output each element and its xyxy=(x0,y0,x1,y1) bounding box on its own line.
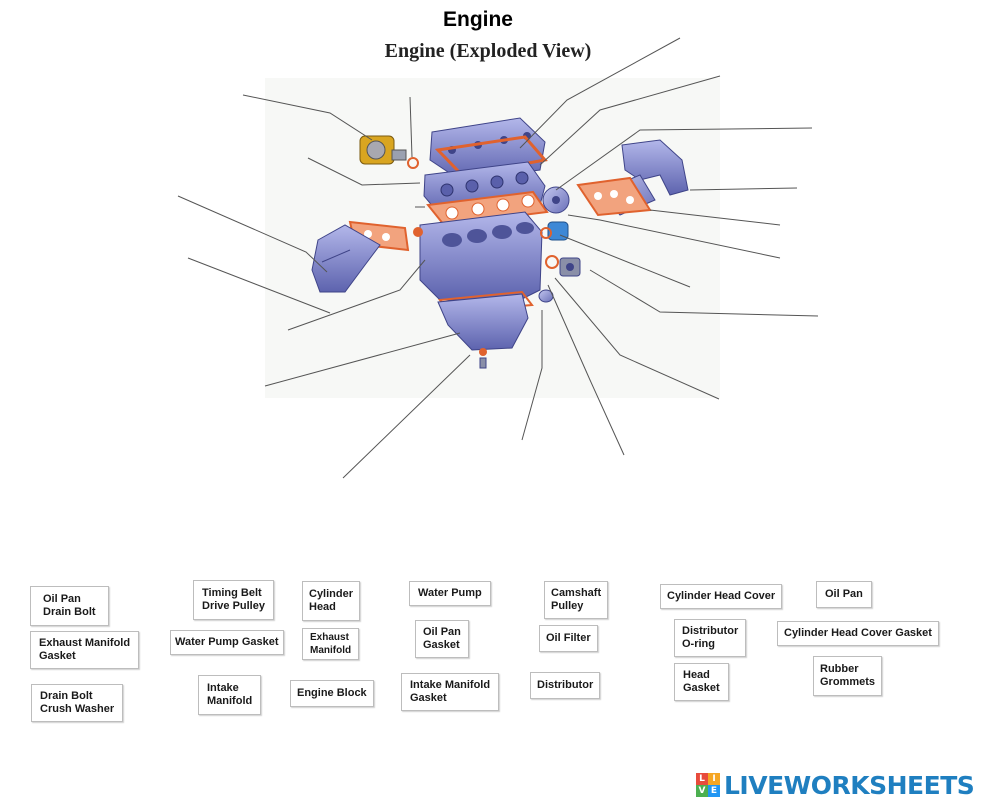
label-oil-pan-gasket[interactable]: Oil Pan Gasket xyxy=(415,620,469,658)
label-cylinder-head[interactable]: Cylinder Head xyxy=(302,581,361,621)
engine-exploded-diagram xyxy=(177,37,819,479)
leader-line xyxy=(689,187,798,191)
liveworksheets-wordmark: LIVEWORKSHEETS xyxy=(724,770,975,800)
oil-pan-part xyxy=(437,293,529,351)
leader-line xyxy=(589,269,819,317)
leader-line xyxy=(242,94,373,141)
label-water-pump[interactable]: Water Pump xyxy=(409,581,491,606)
drain-bolt-crush-washer-part xyxy=(479,348,487,356)
leader-line xyxy=(342,354,471,479)
oil-filter-ring-part xyxy=(540,227,552,239)
exhaust-manifold-part xyxy=(311,224,381,293)
engine-block-part xyxy=(419,211,543,301)
leader-line xyxy=(649,209,781,226)
camshaft-pulley-part xyxy=(542,186,570,214)
leader-line xyxy=(187,257,331,314)
logo-letter: E xyxy=(708,785,720,797)
label-cylinder-head-cover-gasket[interactable]: Cylinder Head Cover Gasket xyxy=(777,621,939,646)
logo-letter: V xyxy=(696,785,708,797)
label-oil-filter[interactable]: Oil Filter xyxy=(539,625,598,652)
leader-line xyxy=(547,284,625,456)
leader-line xyxy=(559,234,691,288)
label-intake-manifold-gasket[interactable]: Intake Manifold Gasket xyxy=(401,673,500,711)
leader-line xyxy=(264,332,461,387)
leader-line xyxy=(539,75,721,166)
worksheet-title: Engine xyxy=(442,8,513,31)
distributor-o-ring-part xyxy=(545,255,559,269)
liveworksheets-brand: L I V E LIVEWORKSHEETS xyxy=(696,770,975,800)
head-gasket-part xyxy=(426,190,549,227)
label-drain-bolt-crush-washer[interactable]: Drain Bolt Crush Washer xyxy=(31,684,124,722)
label-exhaust-manifold[interactable]: Exhaust Manifold xyxy=(302,628,360,660)
label-water-pump-gasket[interactable]: Water Pump Gasket xyxy=(170,630,284,655)
leader-lines xyxy=(177,37,819,479)
label-oil-pan-drain-bolt[interactable]: Oil Pan Drain Bolt xyxy=(30,586,109,626)
leader-line xyxy=(409,96,413,158)
distributor-part xyxy=(559,257,581,277)
leader-line xyxy=(307,157,421,186)
label-cylinder-head-cover[interactable]: Cylinder Head Cover xyxy=(660,584,783,609)
logo-letter: L xyxy=(696,773,708,785)
liveworksheets-logo-icon: L I V E xyxy=(696,773,720,797)
leader-line xyxy=(177,195,328,273)
leader-line xyxy=(519,37,681,149)
leader-line xyxy=(567,214,781,259)
water-pump-gasket-part xyxy=(407,157,419,169)
small-gasket-part xyxy=(413,227,423,237)
label-intake-manifold[interactable]: Intake Manifold xyxy=(198,675,262,715)
label-distributor[interactable]: Distributor xyxy=(530,672,601,699)
label-camshaft-pulley[interactable]: Camshaft Pulley xyxy=(544,581,609,619)
oil-pan-drain-bolt-part xyxy=(479,357,487,369)
label-rubber-grommets[interactable]: Rubber Grommets xyxy=(813,656,883,696)
water-pump-part xyxy=(359,135,407,165)
leader-line xyxy=(287,259,426,331)
label-distributor-o-ring[interactable]: Distributor O-ring xyxy=(674,619,747,657)
leader-line xyxy=(521,310,543,441)
label-exhaust-manifold-gasket[interactable]: Exhaust Manifold Gasket xyxy=(30,631,140,669)
leader-line xyxy=(554,277,720,400)
label-head-gasket[interactable]: Head Gasket xyxy=(674,663,729,701)
diagram-title: Engine (Exploded View) xyxy=(384,40,592,62)
label-oil-pan[interactable]: Oil Pan xyxy=(816,581,872,608)
oil-filter-part xyxy=(547,221,569,241)
label-timing-belt-drive-pulley[interactable]: Timing Belt Drive Pulley xyxy=(193,580,274,620)
label-engine-block[interactable]: Engine Block xyxy=(290,680,374,707)
logo-letter: I xyxy=(708,773,720,785)
leader-line xyxy=(555,127,813,191)
